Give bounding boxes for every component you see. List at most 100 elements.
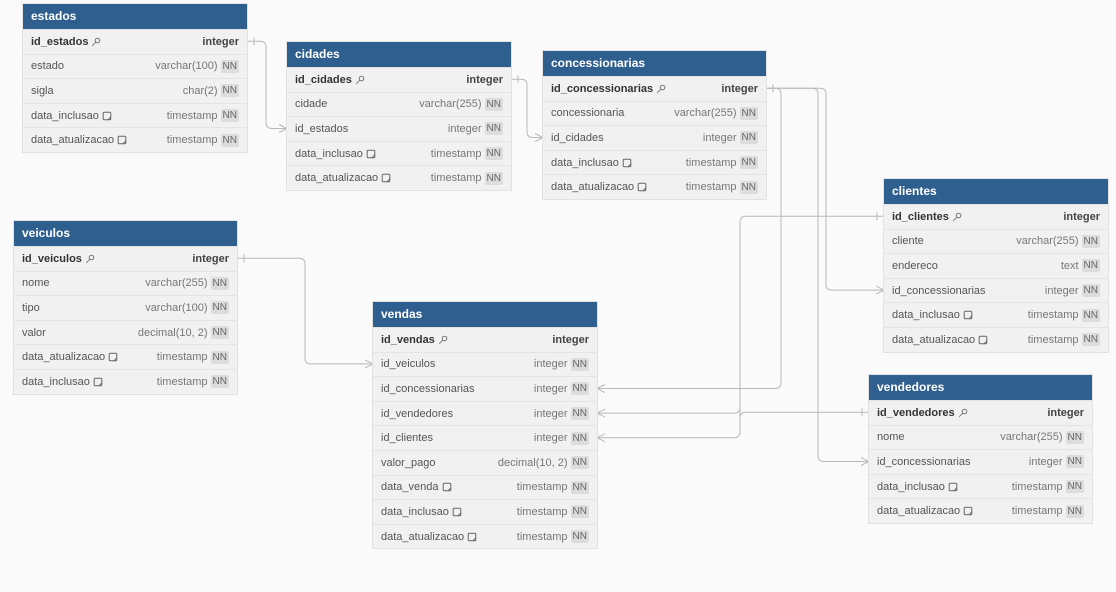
relation-line-estados-cidades[interactable]: [247, 40, 287, 129]
field-name-text: id_concessionarias: [381, 382, 475, 395]
key-icon: [952, 212, 962, 222]
relation-line-veiculos-vendas[interactable]: [237, 257, 373, 365]
table-header-veiculos[interactable]: veiculos: [14, 221, 237, 246]
field-name: id_vendedores: [877, 407, 1047, 419]
field-name: data_inclusao: [295, 148, 431, 160]
field-name: id_veiculos: [22, 253, 192, 265]
field-name-text: id_concessionarias: [877, 455, 971, 468]
not-null-badge: NN: [210, 276, 229, 290]
relation-line-cidades-concessionarias[interactable]: [511, 78, 543, 138]
field-type: timestamp: [516, 505, 568, 518]
field-type: timestamp: [685, 156, 737, 169]
table-header-vendedores[interactable]: vendedores: [869, 375, 1092, 400]
relation-line-clientes-vendas[interactable]: [597, 215, 884, 439]
field-name: data_inclusao: [31, 110, 167, 122]
table-header-concessionarias[interactable]: concessionarias: [543, 51, 766, 76]
table-header-clientes[interactable]: clientes: [884, 179, 1108, 204]
field-name-text: data_atualizacao: [31, 134, 115, 147]
not-null-badge: NN: [1065, 504, 1084, 518]
relation-line-vendedores-vendas[interactable]: [597, 407, 869, 419]
field-name-text: id_clientes: [381, 432, 433, 445]
relation-line-concessionarias-clientes[interactable]: [766, 87, 884, 291]
table-header-estados[interactable]: estados: [23, 4, 247, 29]
field-name-text: id_cidades: [551, 131, 604, 144]
field-name: id_estados: [31, 36, 202, 48]
field-name: estado: [31, 60, 155, 72]
field-name: cliente: [892, 235, 1016, 247]
many-marker: [860, 457, 871, 466]
not-null-badge: NN: [484, 147, 503, 161]
field-name-text: data_atualizacao: [877, 505, 961, 518]
note-icon: [442, 482, 452, 492]
field-name-text: valor: [22, 326, 46, 339]
field-name-text: data_atualizacao: [381, 530, 465, 543]
not-null-badge: NN: [570, 505, 589, 519]
field-type: integer: [702, 131, 737, 144]
table-header-vendas[interactable]: vendas: [373, 302, 597, 327]
not-null-badge: NN: [210, 326, 229, 340]
field-name-text: sigla: [31, 84, 54, 97]
not-null-badge: NN: [220, 109, 239, 123]
field-name: concessionaria: [551, 107, 674, 119]
field-name: nome: [877, 431, 1000, 443]
field-name: id_concessionarias: [892, 285, 1045, 297]
not-null-badge: NN: [1065, 430, 1084, 444]
field-type: timestamp: [1011, 480, 1063, 493]
field-type: text: [1060, 259, 1079, 272]
table-header-cidades[interactable]: cidades: [287, 42, 511, 67]
note-icon: [963, 506, 973, 516]
relation-line-concessionarias-vendedores[interactable]: [766, 87, 869, 462]
field-type: integer: [202, 35, 239, 48]
field-type: timestamp: [516, 481, 568, 494]
